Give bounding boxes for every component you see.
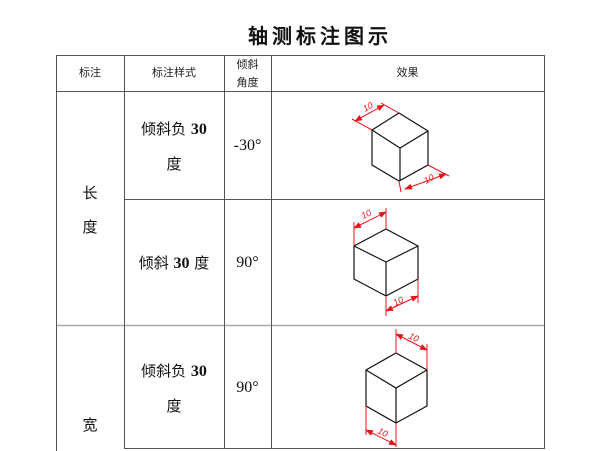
header-label: 标注 [79,66,101,79]
header-angle-line1: 倾斜 [236,58,259,71]
style-number: 30 [190,363,207,380]
page-title: 轴测标注图示 [248,24,392,48]
style-text: 倾斜负 [141,120,187,138]
dimension-1-top [351,102,400,131]
angle-value: 90° [236,379,259,396]
dimension-1-bottom [398,164,450,193]
table-row-style: 倾斜 30 度 [124,246,224,281]
style-text: 倾斜 [138,254,169,272]
style-suffix: 度 [194,254,210,272]
dimension-value: 10 [422,172,436,186]
dimension-value: 10 [407,331,420,344]
table-row-style: 倾斜负 30 度 [124,112,224,181]
header-style: 标注样式 [152,66,196,79]
group-label-width: 宽 [56,408,124,442]
group-label-line1: 长 [82,184,98,202]
header-effect: 效果 [396,66,419,79]
style-suffix: 度 [166,155,182,173]
cube-drawing-1 [371,112,429,182]
dimension-3-top [395,329,428,370]
cube-drawing-2 [353,228,419,297]
dimension-value: 10 [376,426,389,439]
dimension-value: 10 [360,208,373,221]
group-label-line1: 宽 [82,416,98,434]
table-row-style: 倾斜负 30 度 [124,354,224,423]
style-number: 30 [190,121,207,138]
dimension-2-top [353,208,387,246]
group-label-length: 长 度 [56,176,124,244]
style-text: 倾斜负 [141,362,187,380]
cube-drawing-3 [365,352,428,424]
header-angle: 倾斜 角度 [224,56,271,92]
group-label-line2: 度 [82,218,98,236]
dimension-value: 10 [361,100,375,114]
style-number: 30 [173,255,190,272]
angle-value: -30° [233,137,262,154]
dimension-2-bottom [385,279,419,316]
style-suffix: 度 [166,397,182,415]
dimension-value: 10 [392,295,405,308]
angle-value: 90° [236,254,259,271]
header-angle-line2: 角度 [236,76,259,89]
dimension-3-bottom [365,406,397,447]
